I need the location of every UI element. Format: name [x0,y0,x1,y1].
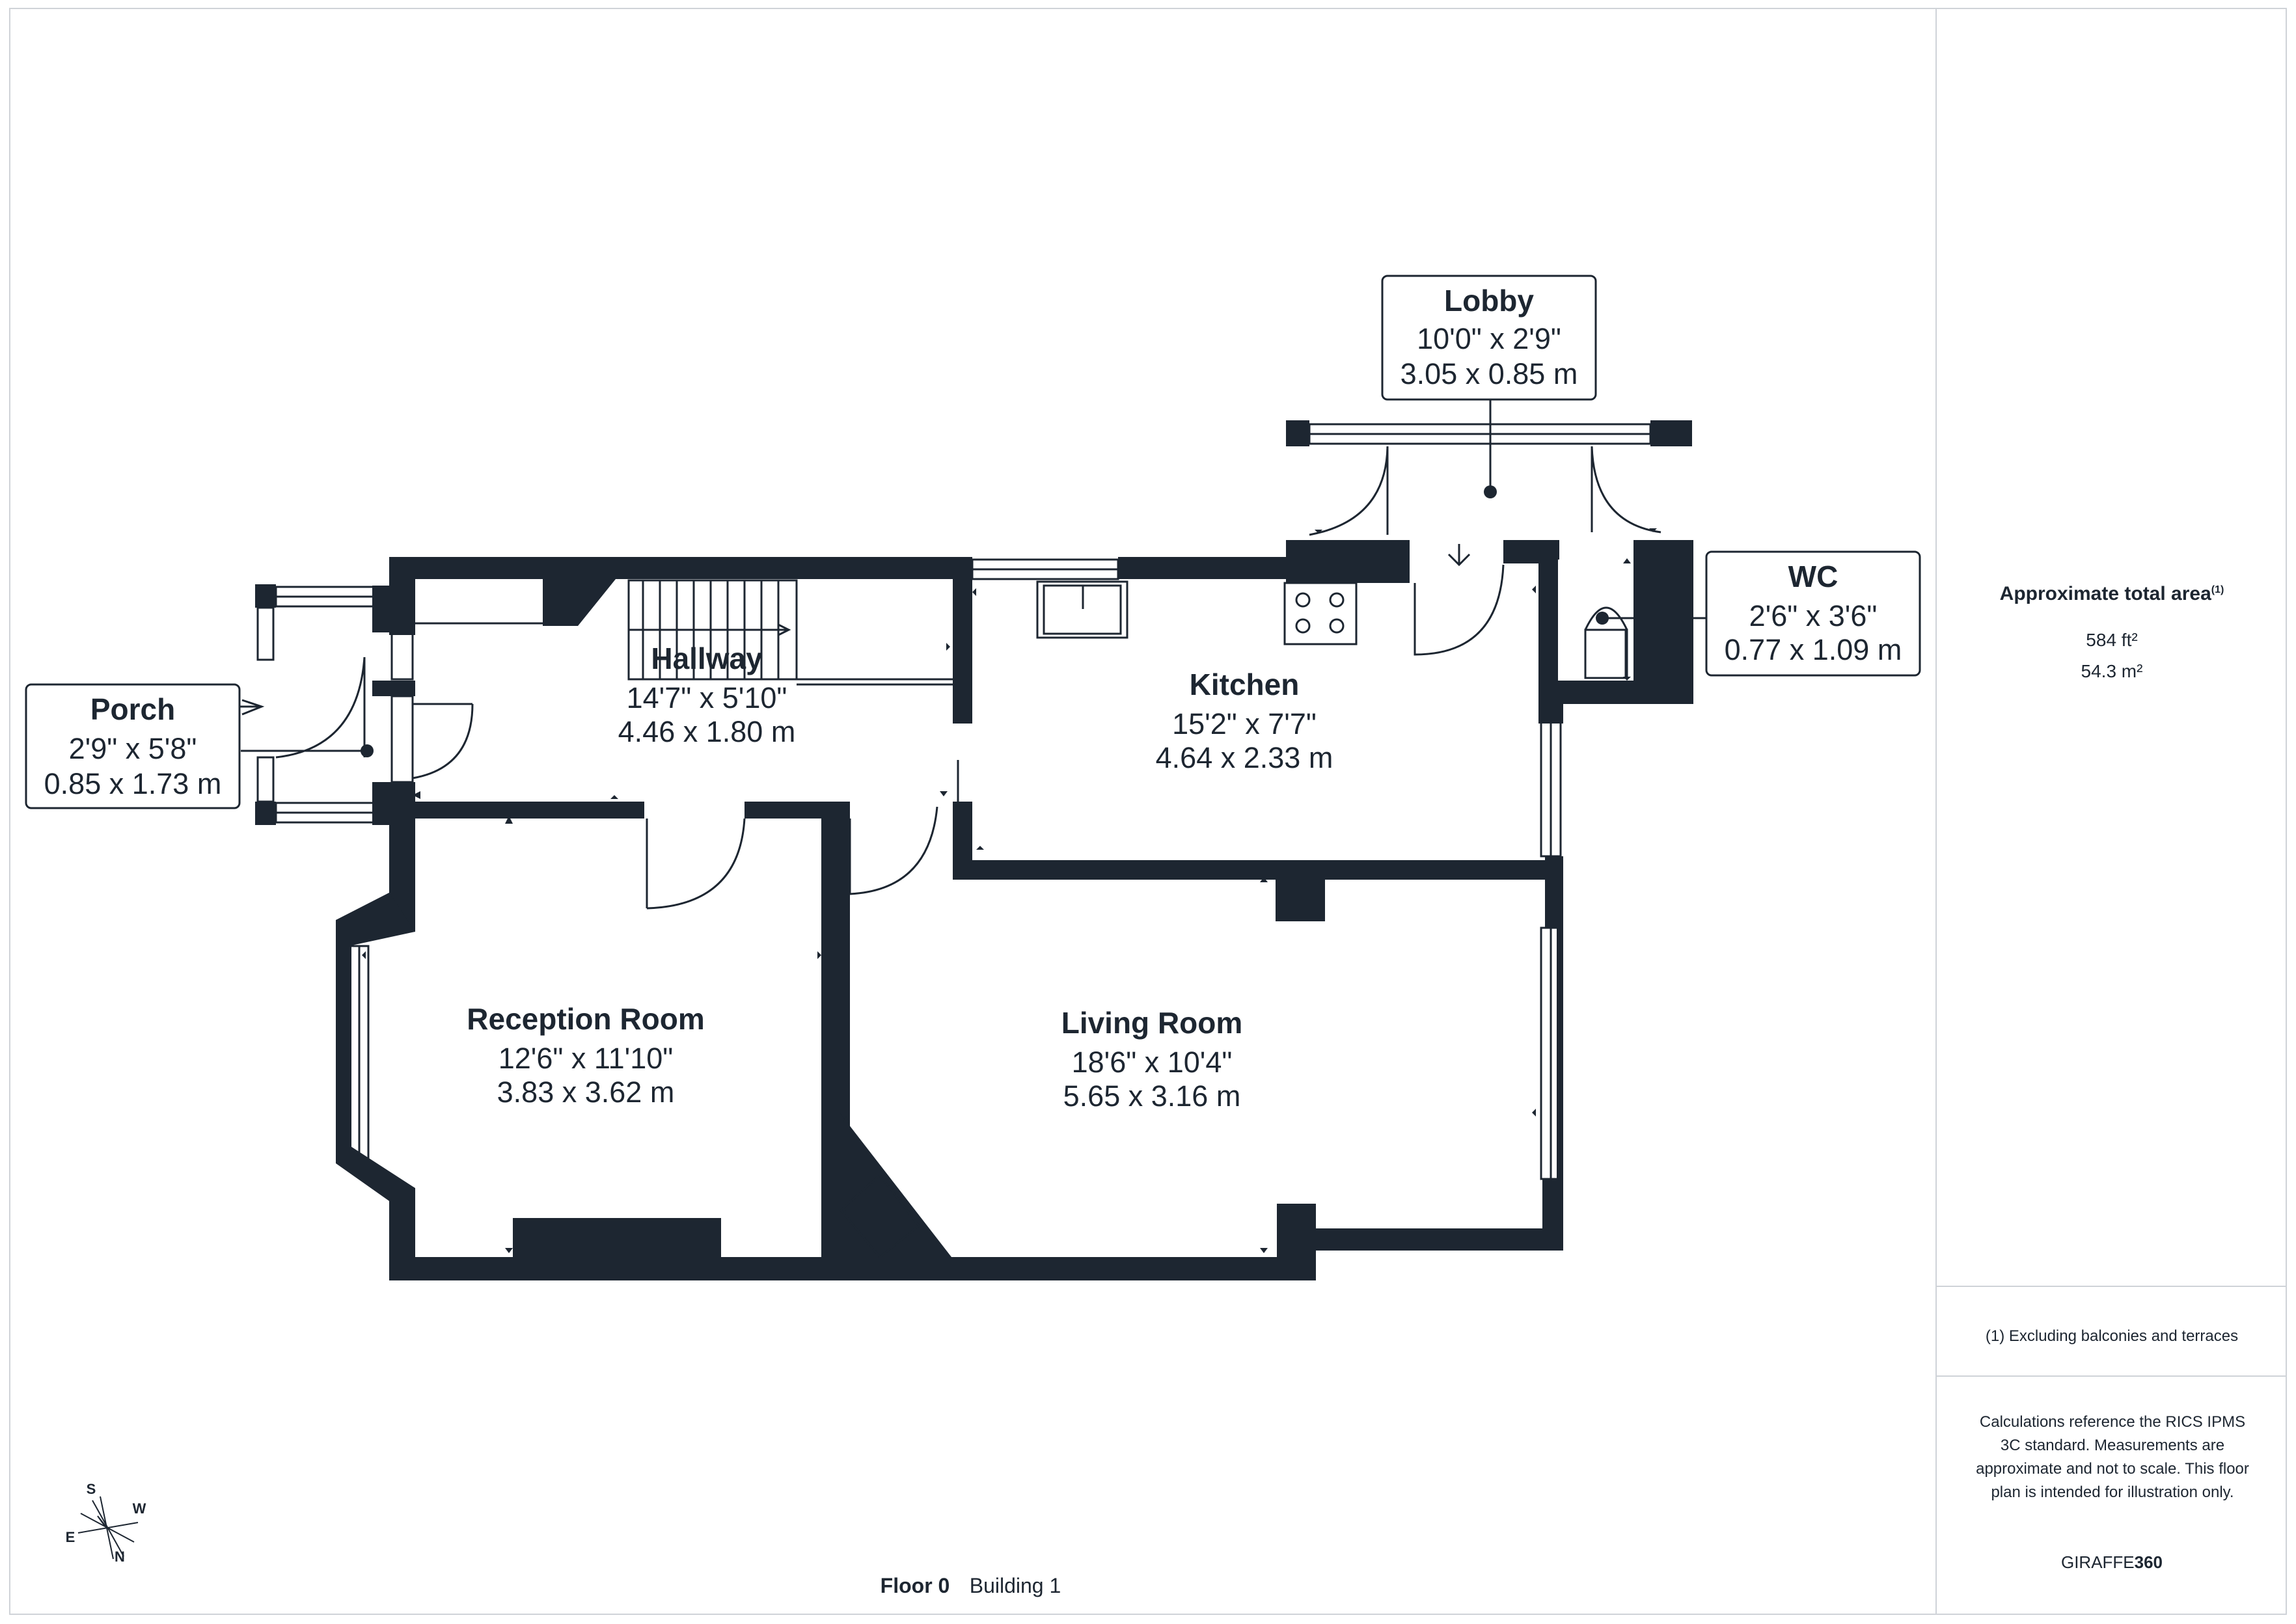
plan-footer: Floor 0 Building 1 [881,1574,1061,1597]
wc-callout: WC 2'6" x 3'6" 0.77 x 1.09 m [1705,550,1921,677]
porch-name: Porch [90,692,175,726]
kitchen-name: Kitchen [1190,668,1300,701]
brand-bold: 360 [2134,1552,2163,1572]
reception-name: Reception Room [467,1002,704,1036]
brand-logo: GIRAFFE360 [1937,1552,2287,1573]
lobby-metric: 3.05 x 0.85 m [1401,357,1578,390]
floor-plan: Porch 2'9" x 5'8" 0.85 x 1.73 m Lobby 10… [25,275,1921,1597]
wc-imperial: 2'6" x 3'6" [1749,599,1878,632]
porch-callout: Porch 2'9" x 5'8" 0.85 x 1.73 m [25,683,241,809]
door-markers [362,528,1657,1253]
living-label: Living Room 18'6" x 10'4" 5.65 x 3.16 m [1061,1006,1243,1113]
compass-labels: S W E N [66,1481,146,1565]
reception-metric: 3.83 x 3.62 m [497,1076,675,1109]
area-ft: 584 ft² [2086,630,2138,650]
info-sidebar: Approximate total area(1) 584 ft² 54.3 m… [1935,8,2287,1615]
sidebar-divider-2 [1937,1375,2287,1377]
lobby-name: Lobby [1444,284,1534,318]
brand-light: GIRAFFE [2060,1552,2135,1572]
disclaimer: Calculations reference the RICS IPMS 3C … [1976,1413,2249,1501]
openings-and-fixtures [237,423,1661,1259]
compass-e: E [66,1529,75,1545]
area-note: (1) Excluding balconies and terraces [1985,1327,2239,1345]
porch-metric: 0.85 x 1.73 m [44,767,222,800]
compass-s: S [87,1481,96,1497]
area-footnote-mark: (1) [2211,584,2224,595]
area-m: 54.3 m² [2081,661,2143,681]
area-title-row: Approximate total area(1) [1937,583,2287,605]
living-name: Living Room [1061,1006,1243,1040]
kitchen-imperial: 15'2" x 7'7" [1172,707,1317,740]
wc-metric: 0.77 x 1.09 m [1725,633,1902,666]
reception-imperial: 12'6" x 11'10" [499,1042,673,1075]
compass-w: W [133,1500,146,1517]
area-title: Approximate total area [1999,583,2211,604]
hallway-imperial: 14'7" x 5'10" [627,681,787,714]
living-metric: 5.65 x 3.16 m [1063,1079,1241,1113]
porch-imperial: 2'9" x 5'8" [69,732,197,765]
compass-n: N [115,1549,125,1565]
lobby-imperial: 10'0" x 2'9" [1417,322,1561,355]
floor-label: Floor 0 [881,1574,950,1597]
callout-dots [361,485,1609,757]
lobby-callout: Lobby 10'0" x 2'9" 3.05 x 0.85 m [1381,275,1597,401]
hallway-name: Hallway [651,642,763,675]
wc-name: WC [1788,560,1838,593]
building-label: Building 1 [970,1574,1061,1597]
reception-label: Reception Room 12'6" x 11'10" 3.83 x 3.6… [467,1002,704,1109]
hallway-label: Hallway 14'7" x 5'10" 4.46 x 1.80 m [618,642,796,748]
hallway-metric: 4.46 x 1.80 m [618,715,796,748]
walls [255,420,1693,1280]
compass-rose [77,1496,139,1560]
page-frame [9,8,2287,1615]
kitchen-metric: 4.64 x 2.33 m [1156,741,1333,774]
kitchen-label: Kitchen 15'2" x 7'7" 4.64 x 2.33 m [1156,668,1333,774]
callout-lines [241,399,1706,752]
living-imperial: 18'6" x 10'4" [1072,1046,1233,1079]
sidebar-divider-1 [1937,1286,2287,1287]
